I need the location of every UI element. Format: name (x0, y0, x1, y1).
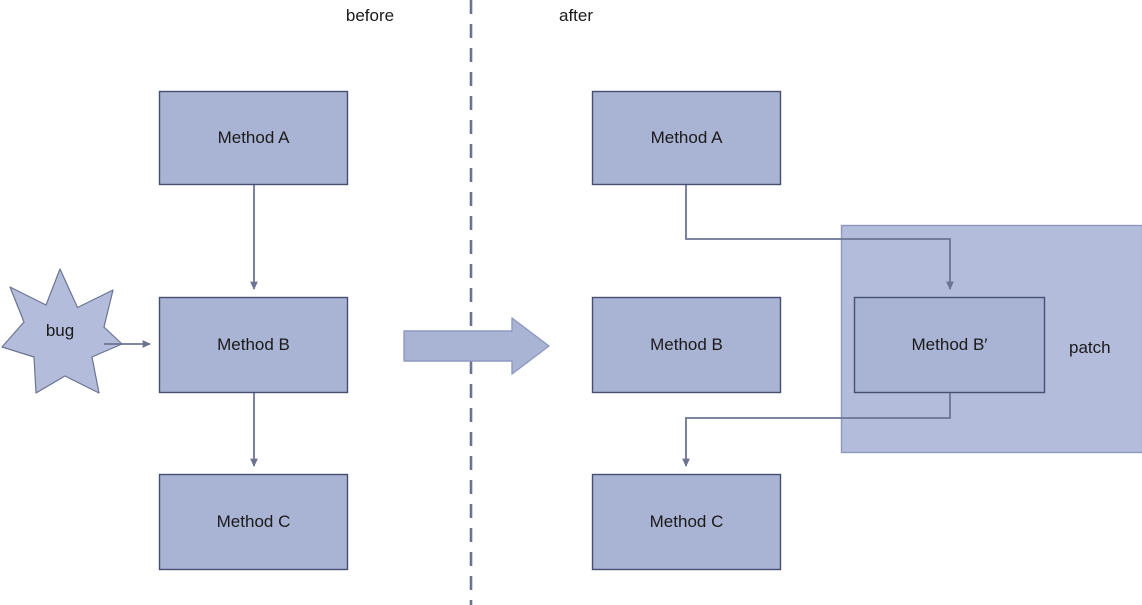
node-method-b-prime[interactable] (853, 296, 1046, 394)
node-label-method-b-before: Method B (217, 334, 290, 354)
node-method-a-before[interactable] (158, 90, 349, 186)
node-method-c-after[interactable] (591, 473, 782, 571)
node-label-method-b-prime: Method B′ (911, 334, 988, 354)
bug-label: bug (45, 320, 75, 340)
node-label-method-a-before: Method A (217, 127, 290, 147)
region-label-patch: patch (1069, 337, 1111, 357)
node-label-method-c-before: Method C (216, 511, 291, 531)
node-label-method-a-after: Method A (650, 127, 723, 147)
connector-method-a-to-method-b-prime (685, 185, 954, 290)
node-label-method-b-after: Method B (650, 334, 723, 354)
node-method-b-after[interactable] (591, 296, 782, 394)
node-method-b-before[interactable] (158, 296, 349, 394)
connector-method-b-prime-to-method-c (682, 393, 951, 467)
before-after-transition-arrow (403, 317, 550, 375)
node-method-c-before[interactable] (158, 473, 349, 571)
panel-header-before: before (345, 6, 395, 25)
node-label-method-c-after: Method C (649, 511, 724, 531)
bug-star-shape (1, 268, 123, 394)
panel-header-after: after (558, 6, 594, 25)
node-method-a-after[interactable] (591, 90, 782, 186)
